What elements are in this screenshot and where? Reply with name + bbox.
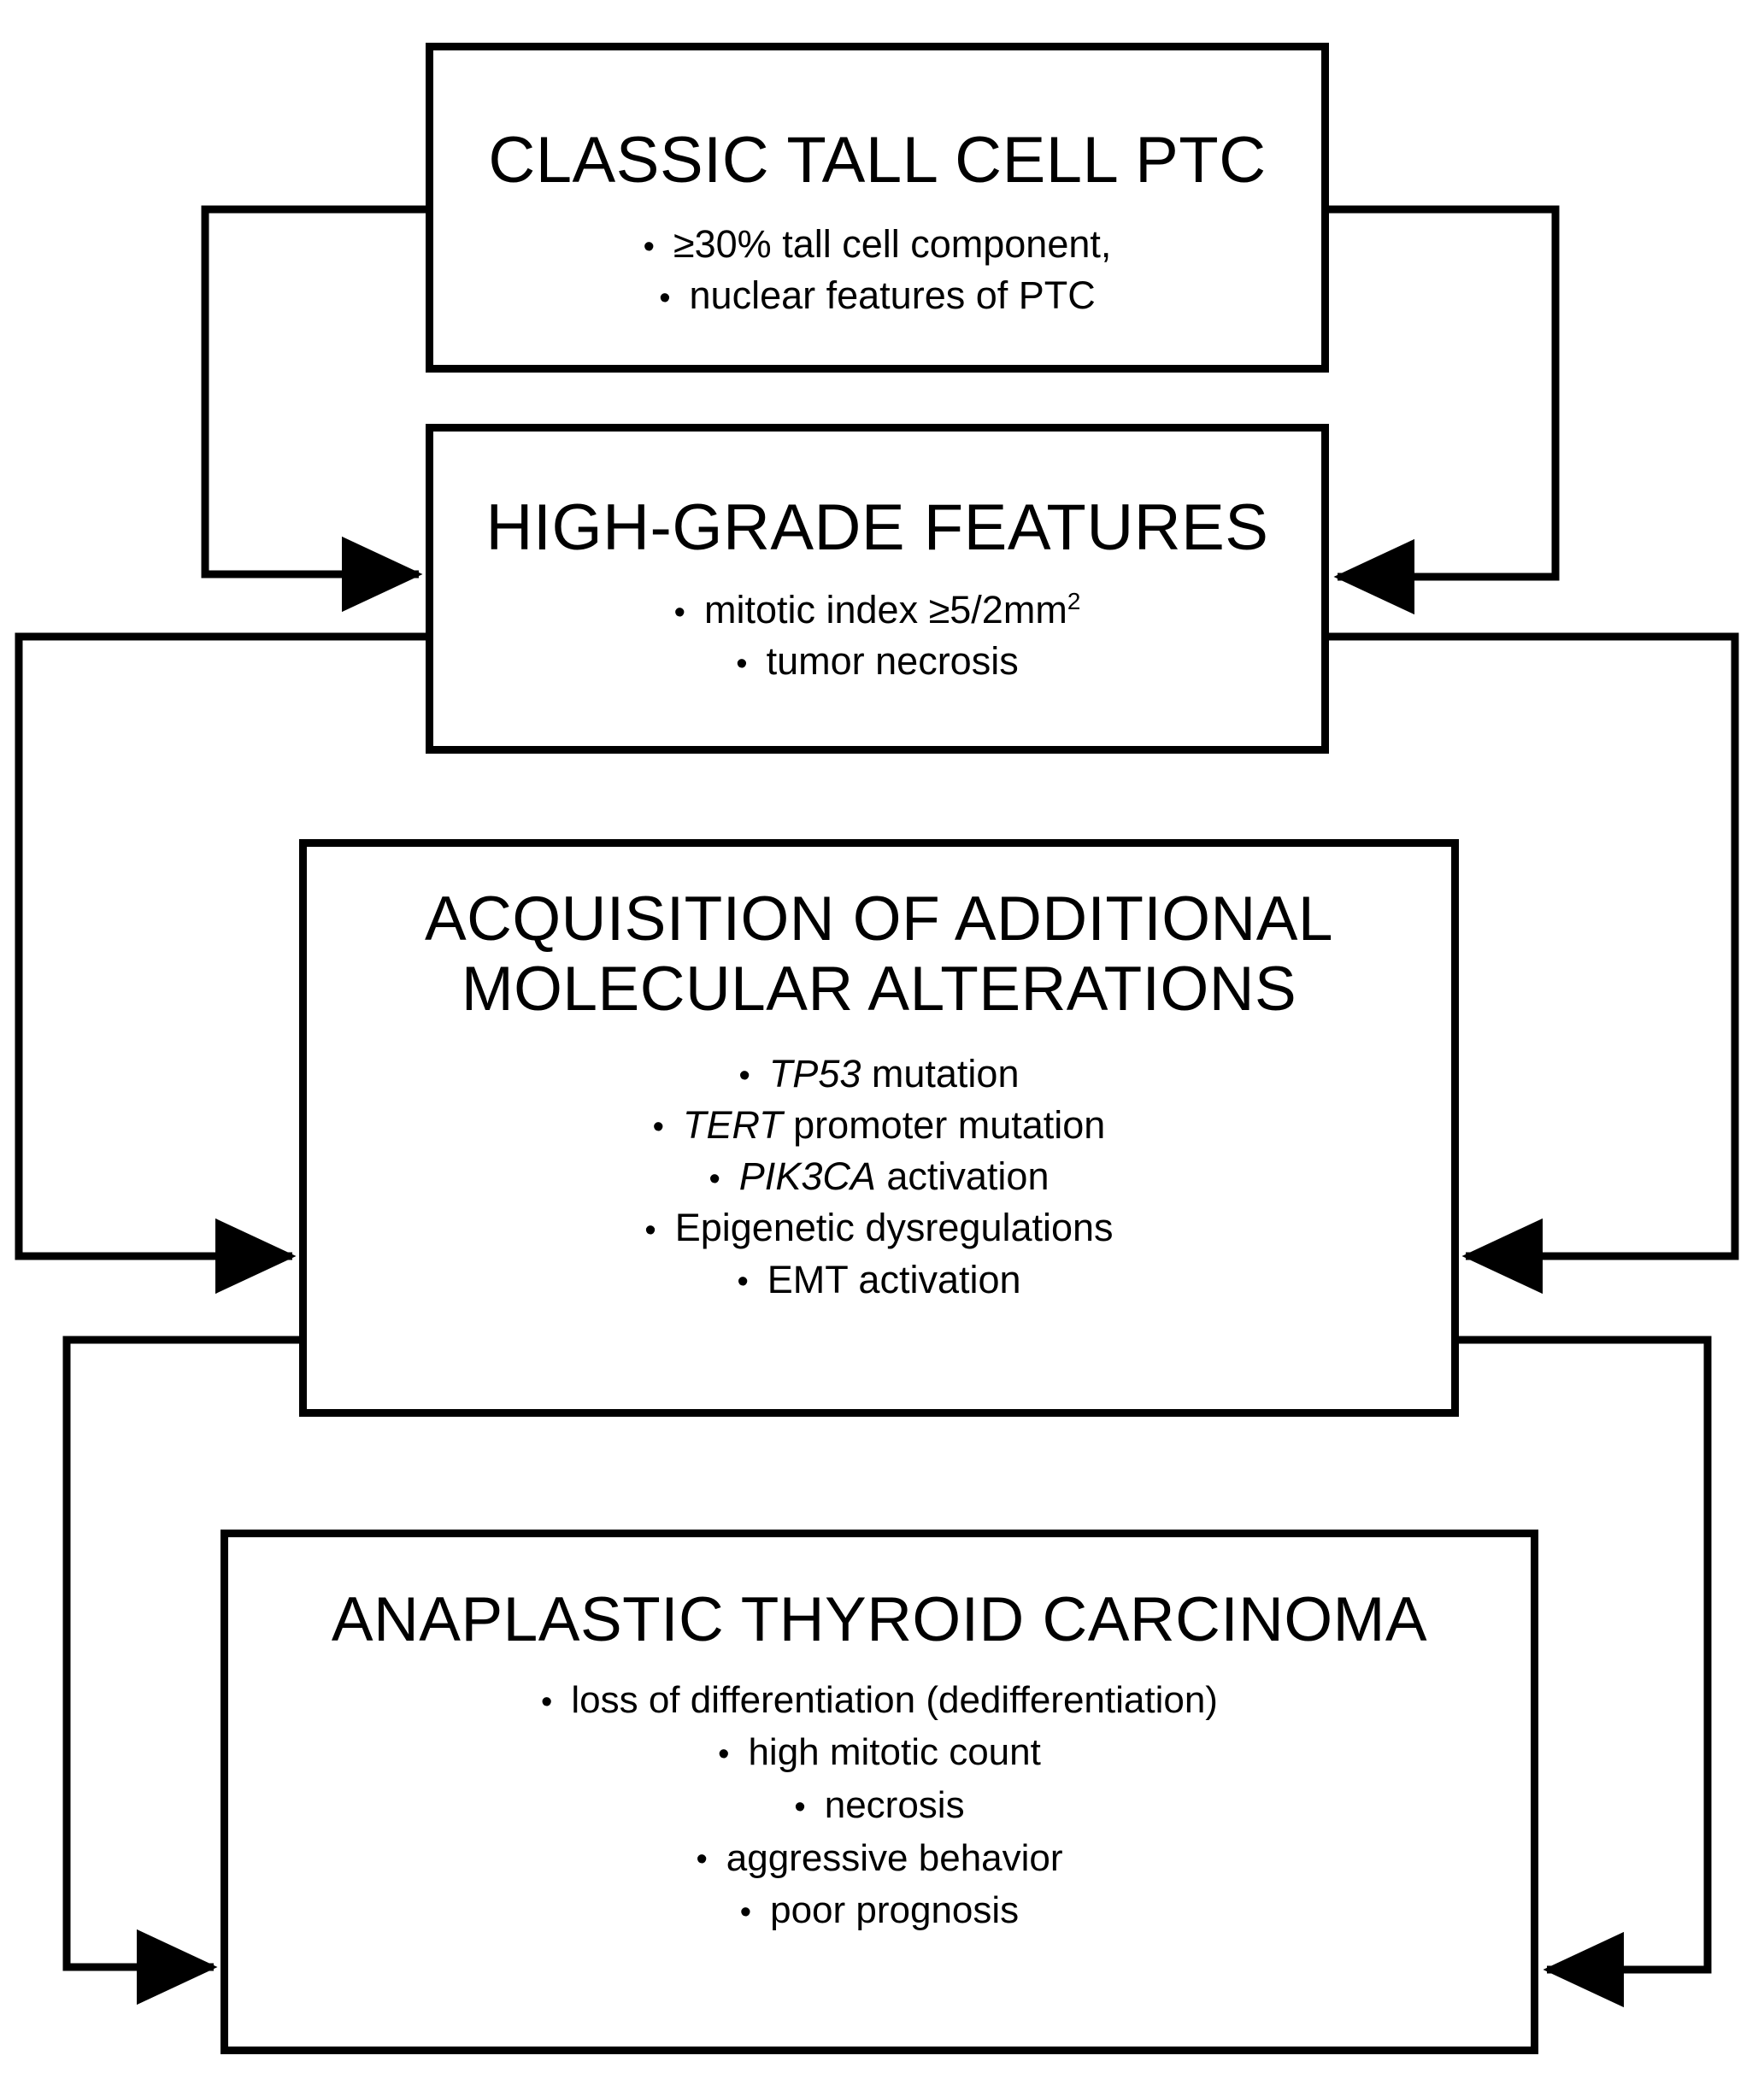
bullet-item: • PIK3CA activation: [307, 1151, 1451, 1202]
gene-name: TP53: [768, 1051, 861, 1095]
node-title-anaplastic-thyroid-carcinoma: ANAPLASTIC THYROID CARCINOMA: [331, 1585, 1428, 1654]
node-title-classic-tall-cell-ptc: CLASSIC TALL CELL PTC: [488, 124, 1267, 197]
node-anaplastic-thyroid-carcinoma: ANAPLASTIC THYROID CARCINOMA • loss of di…: [220, 1530, 1538, 2054]
bullet-item: • TERT promoter mutation: [307, 1100, 1451, 1151]
connector-ptc-left-to-hgf: [201, 205, 426, 613]
bullet-item: • ≥30% tall cell component,: [433, 219, 1321, 270]
bullet-superscript: 2: [1067, 588, 1081, 615]
bullet-dot-icon: •: [718, 1736, 730, 1773]
node-title-molecular-alterations-line1: ACQUISITION OF ADDITIONAL: [424, 884, 1333, 954]
bullet-text: activation: [875, 1154, 1050, 1199]
bullet-text: ≥30% tall cell component,: [673, 222, 1112, 267]
bullet-item: • Epigenetic dysregulations: [307, 1202, 1451, 1254]
bullet-dot-icon: •: [736, 646, 748, 683]
bullet-text: promoter mutation: [782, 1102, 1106, 1147]
node-classic-tall-cell-ptc: CLASSIC TALL CELL PTC •≥30% tall cell co…: [426, 43, 1329, 373]
gene-name: TERT: [682, 1102, 783, 1147]
connector-hgf-right-to-molecular: [1329, 632, 1739, 1295]
bullet-item: • EMT activation: [307, 1254, 1451, 1306]
bullet-dot-icon: •: [644, 1213, 656, 1249]
bullet-list-molecular-alterations: • TP53 mutation • TERT promoter mutation •…: [307, 1048, 1451, 1306]
bullet-text: poor prognosis: [770, 1889, 1020, 1932]
bullet-dot-icon: •: [696, 1841, 708, 1878]
bullet-item: • high mitotic count: [228, 1726, 1531, 1779]
bullet-dot-icon: •: [673, 594, 685, 631]
bullet-item: • necrosis: [228, 1779, 1531, 1832]
node-high-grade-features: HIGH-GRADE FEATURES • mitotic index ≥5/2m…: [426, 424, 1329, 754]
bullet-dot-icon: •: [652, 1109, 664, 1146]
bullet-dot-icon: •: [739, 1894, 752, 1930]
bullet-dot-icon: •: [709, 1160, 720, 1197]
connector-ptc-right-to-hgf: [1329, 205, 1560, 615]
bullet-text: nuclear features of PTC: [689, 273, 1096, 318]
bullet-item: • mitotic index ≥5/2mm2: [433, 584, 1321, 636]
bullet-text: mitotic index ≥5/2mm: [703, 588, 1067, 632]
bullet-list-high-grade-features: • mitotic index ≥5/2mm2 • tumor necrosis: [433, 584, 1321, 688]
bullet-item: • poor prognosis: [228, 1884, 1531, 1937]
bullet-item: • aggressive behavior: [228, 1832, 1531, 1885]
bullet-text: necrosis: [824, 1783, 965, 1826]
bullet-text: loss of differentiation (dedifferentiati…: [571, 1678, 1218, 1721]
connector-hgf-left-to-molecular: [15, 632, 426, 1295]
node-title-high-grade-features: HIGH-GRADE FEATURES: [485, 491, 1269, 564]
connector-molecular-right-to-atc: [1459, 1336, 1712, 2008]
bullet-item: • nuclear features of PTC: [433, 270, 1321, 321]
bullet-dot-icon: •: [659, 280, 671, 317]
bullet-text: Epigenetic dysregulations: [674, 1206, 1114, 1250]
bullet-list-anaplastic-thyroid-carcinoma: • loss of differentiation (dedifferentiat…: [228, 1674, 1531, 1937]
bullet-text: high mitotic count: [748, 1731, 1041, 1774]
connector-molecular-left-to-atc: [62, 1336, 299, 2006]
bullet-text: mutation: [861, 1051, 1020, 1095]
node-title-molecular-alterations-line2: MOLECULAR ALTERATIONS: [461, 954, 1297, 1024]
gene-name: PIK3CA: [738, 1154, 876, 1199]
bullet-list-classic-tall-cell-ptc: •≥30% tall cell component, •nuclear feat…: [433, 219, 1321, 322]
node-molecular-alterations: ACQUISITION OF ADDITIONAL MOLECULAR ALTE…: [299, 839, 1459, 1417]
bullet-dot-icon: •: [737, 1264, 749, 1301]
bullet-dot-icon: •: [738, 1058, 750, 1095]
bullet-item: • loss of differentiation (dedifferentiat…: [228, 1674, 1531, 1727]
bullet-dot-icon: •: [794, 1788, 806, 1825]
bullet-item: • TP53 mutation: [307, 1048, 1451, 1100]
bullet-item: • tumor necrosis: [433, 636, 1321, 687]
bullet-dot-icon: •: [541, 1683, 553, 1720]
bullet-text: aggressive behavior: [726, 1836, 1063, 1879]
bullet-text: tumor necrosis: [766, 639, 1019, 684]
bullet-dot-icon: •: [643, 228, 655, 265]
bullet-text: EMT activation: [767, 1257, 1021, 1301]
